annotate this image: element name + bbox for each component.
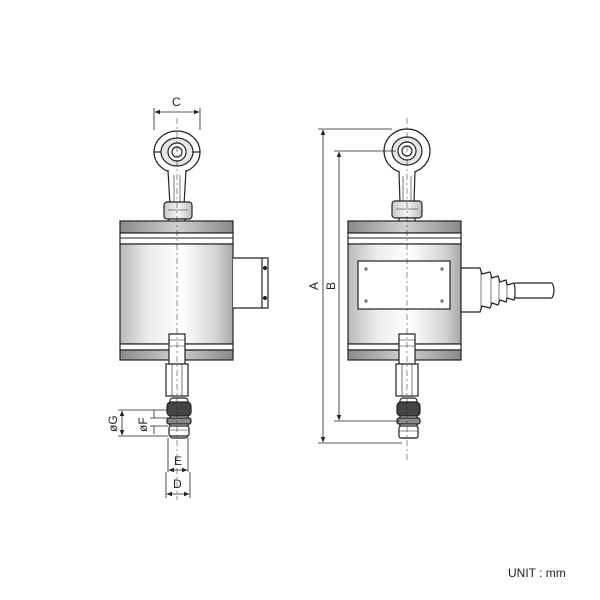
dimension-c [153, 108, 201, 130]
cable-gland [460, 267, 516, 313]
left-body [119, 220, 269, 361]
left-view [119, 118, 269, 500]
right-bottom-stud [395, 333, 421, 439]
dimension-e-label: E [174, 454, 182, 468]
dimension-b-label: B [324, 282, 338, 290]
dimension-a-label: A [307, 282, 321, 290]
unit-label: UNIT : mm [508, 566, 566, 580]
dimension-g-f [118, 409, 168, 437]
dimension-f-label: øF [136, 417, 150, 432]
cable [515, 282, 555, 299]
dimension-e [167, 438, 189, 473]
dimension-c-label: C [172, 95, 181, 109]
dimension-a [318, 128, 402, 444]
dimension-d-label: D [173, 477, 182, 491]
dimension-b [334, 150, 400, 422]
dimension-d [165, 472, 191, 498]
right-view [347, 118, 555, 460]
dimension-g-label: øG [106, 415, 120, 432]
bottom-stud [165, 333, 192, 439]
